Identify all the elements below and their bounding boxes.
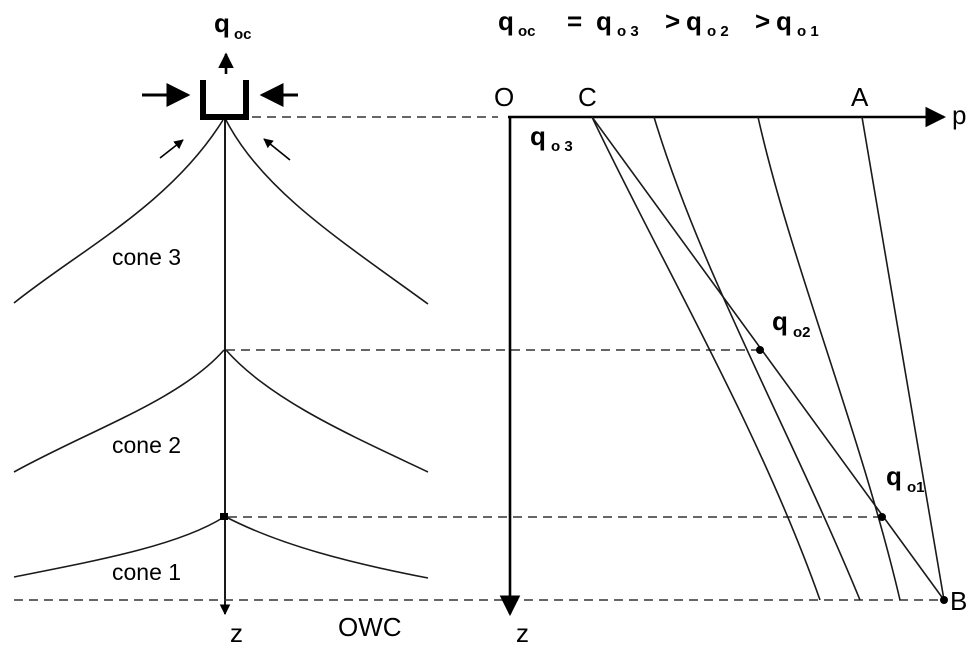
well-rate-sub: oc [234,26,252,43]
formula-t2-sub: o 2 [707,23,729,40]
owc-label: OWC [338,612,402,642]
label-qo1: q o1 [886,461,925,496]
top-formula: q oc = q o 3 > q o 2 > q o 1 [498,6,819,40]
pressure-curves [591,116,945,601]
right-z-label: z [516,618,529,645]
cone-3-right-flank [225,119,429,305]
cone-3-left-flank [13,119,224,304]
curve-c-b [591,116,945,601]
formula-t3: q [776,6,792,36]
point-b [940,596,948,604]
well-icon [200,80,249,120]
inflow-arrow-lower-left [159,139,184,159]
qo2-q: q [772,306,788,336]
p-label: p [952,100,966,130]
formula-gt1: > [665,6,680,36]
cone-1-right-flank [225,516,429,579]
left-z-label: z [230,618,243,645]
curve-c-2 [653,116,861,601]
c-label: C [578,82,597,112]
label-qo2: q o2 [772,306,811,341]
cone-2-left-flank [13,349,225,473]
formula-t3-sub: o 1 [797,23,819,40]
cone-3: cone 3 [13,119,429,305]
b-label: B [950,586,967,616]
formula-t2: q [686,6,702,36]
qo2-sub: o2 [793,324,811,341]
curve-c-1 [591,116,821,601]
cone-2: cone 2 [13,349,429,473]
inflow-arrow-lower-right [263,138,291,161]
point-qo2 [756,346,764,354]
qo1-q: q [886,461,902,491]
qo3-sub: o 3 [551,138,573,155]
cone-1-label: cone 1 [112,559,181,585]
formula-lhs-sub: oc [518,23,536,40]
cone-2-right-flank [225,349,429,473]
cone-2-label: cone 2 [112,432,181,458]
formula-lhs: q [498,6,514,36]
qo3-q: q [530,121,546,151]
formula-t1-sub: o 3 [617,23,639,40]
formula-t1: q [596,6,612,36]
cone-1: cone 1 [13,513,429,585]
cone-1-left-flank [13,516,225,578]
formula-eq: = [567,6,582,36]
qo1-sub: o1 [907,479,925,496]
cone-3-label: cone 3 [112,244,181,270]
origin-label: O [494,82,514,112]
label-qo3: q o 3 [530,121,573,155]
cone-1-apex-mark [220,513,228,520]
well-rate-q: q [214,8,230,38]
a-label: A [851,82,869,112]
curve-c-3 [757,116,901,601]
well-rate-label: q oc [214,8,252,43]
point-qo1 [878,513,886,521]
curve-a-b [861,116,945,601]
formula-gt2: > [755,6,770,36]
